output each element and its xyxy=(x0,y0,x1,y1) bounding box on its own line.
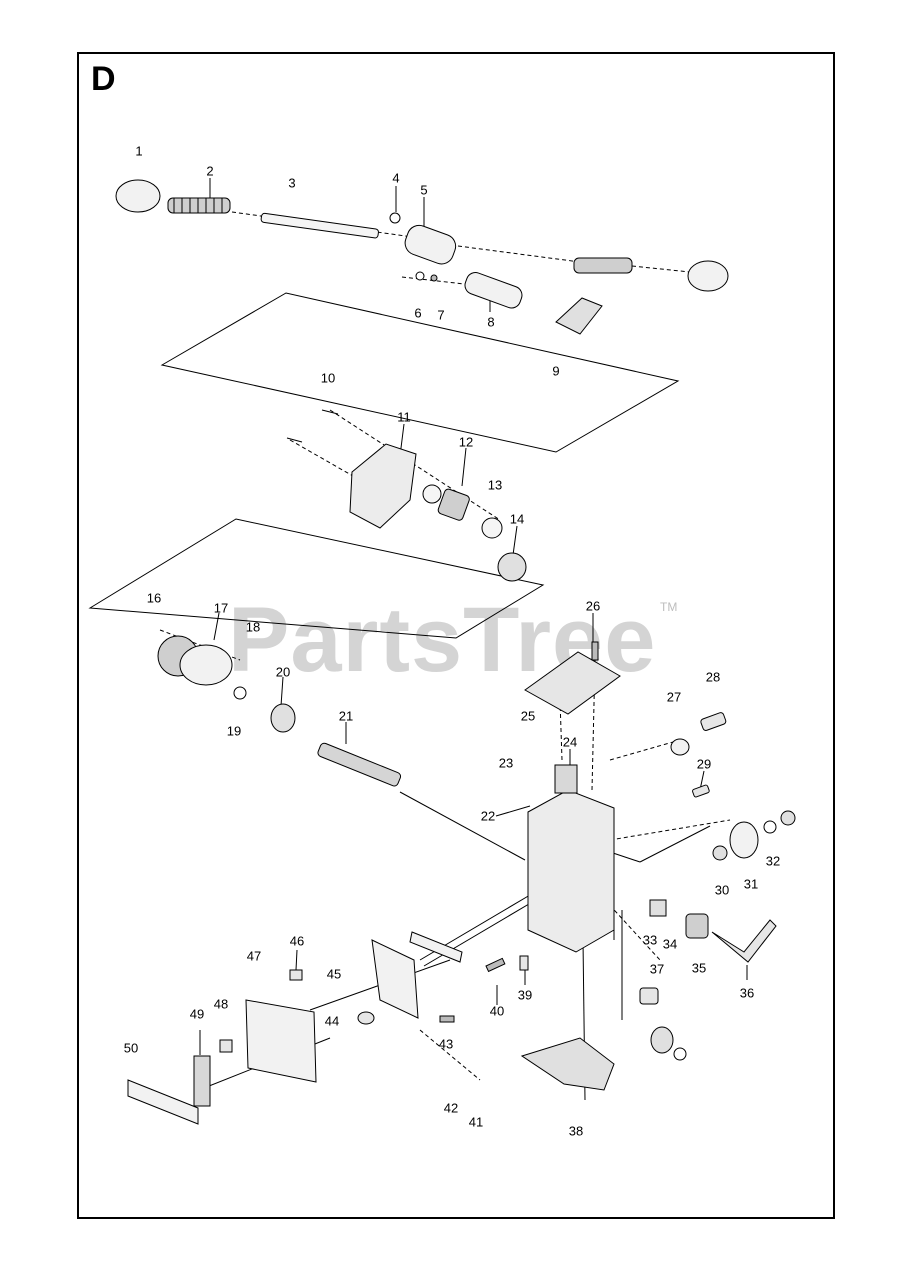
callout-40: 40 xyxy=(489,1003,505,1019)
callout-29: 29 xyxy=(696,756,712,772)
part-3-shaft xyxy=(260,212,379,239)
part-49-rail xyxy=(193,1055,211,1107)
callout-39: 39 xyxy=(517,987,533,1003)
callout-35: 35 xyxy=(691,960,707,976)
part-12-gear xyxy=(437,488,470,521)
part-33-block xyxy=(649,899,667,917)
part-50-bar xyxy=(127,1079,199,1125)
part-28-bolt xyxy=(700,712,727,731)
callout-5: 5 xyxy=(420,182,428,198)
callout-14: 14 xyxy=(509,511,525,527)
part-9-flange xyxy=(555,297,603,335)
callout-27: 27 xyxy=(666,689,682,705)
callout-50: 50 xyxy=(123,1040,139,1056)
callout-23: 23 xyxy=(498,755,514,771)
callout-24: 24 xyxy=(562,734,578,750)
part-44-nut xyxy=(357,1011,375,1025)
callout-10: 10 xyxy=(320,370,336,386)
part-13-washer xyxy=(481,517,503,539)
callout-25: 25 xyxy=(520,708,536,724)
spring-right xyxy=(573,257,633,274)
part-30-nut xyxy=(712,845,728,861)
callout-47: 47 xyxy=(246,948,262,964)
callout-46: 46 xyxy=(289,933,305,949)
part-21-splined-shaft xyxy=(317,742,402,787)
callout-18: 18 xyxy=(245,619,261,635)
callout-19: 19 xyxy=(226,723,242,739)
callout-6: 6 xyxy=(414,305,422,321)
callout-31: 31 xyxy=(743,876,759,892)
callout-49: 49 xyxy=(189,1006,205,1022)
callout-20: 20 xyxy=(275,664,291,680)
callout-48: 48 xyxy=(213,996,229,1012)
callout-8: 8 xyxy=(487,314,495,330)
callout-37: 37 xyxy=(649,961,665,977)
part-22-main-body xyxy=(527,789,615,953)
callout-22: 22 xyxy=(480,808,496,824)
part-1-knob xyxy=(115,179,161,213)
part-39-pin xyxy=(519,955,529,971)
callout-7: 7 xyxy=(437,307,445,323)
part-43-screw xyxy=(439,1015,455,1023)
part-37-pin xyxy=(639,987,659,1005)
part-4-washer xyxy=(389,212,401,224)
callout-12: 12 xyxy=(458,434,474,450)
diagram-frame xyxy=(77,52,835,1219)
assembly-plane-upper xyxy=(160,292,680,453)
part-8-sleeve xyxy=(464,272,523,309)
callout-38: 38 xyxy=(568,1123,584,1139)
part-36-lever xyxy=(711,919,777,963)
part-5-sleeve xyxy=(404,224,457,265)
callout-1: 1 xyxy=(135,143,143,159)
section-label: D xyxy=(91,60,116,98)
part-2-spring-coils xyxy=(173,198,223,213)
callout-43: 43 xyxy=(438,1036,454,1052)
callout-9: 9 xyxy=(552,363,560,379)
callout-42: 42 xyxy=(443,1100,459,1116)
part-45-bracket xyxy=(371,939,419,1019)
callout-30: 30 xyxy=(714,882,730,898)
callout-36: 36 xyxy=(739,985,755,1001)
callout-44: 44 xyxy=(324,1013,340,1029)
part-29-bolt xyxy=(692,784,710,798)
callout-34: 34 xyxy=(662,936,678,952)
part-31-disc xyxy=(729,821,759,859)
callout-41: 41 xyxy=(468,1114,484,1130)
callout-21: 21 xyxy=(338,708,354,724)
part-32-nut xyxy=(780,810,796,826)
callout-4: 4 xyxy=(392,170,400,186)
knob-right xyxy=(687,260,729,292)
watermark-trademark: TM xyxy=(660,600,678,614)
callout-45: 45 xyxy=(326,966,342,982)
part-2-spring xyxy=(167,197,231,214)
part-20-bearing xyxy=(270,703,296,733)
part-25-cover xyxy=(524,651,621,715)
callout-17: 17 xyxy=(213,600,229,616)
callout-3: 3 xyxy=(288,175,296,191)
callout-16: 16 xyxy=(146,590,162,606)
part-17-plate xyxy=(179,644,233,686)
part-19-ring xyxy=(233,686,247,700)
callout-32: 32 xyxy=(765,853,781,869)
part-34-gear xyxy=(685,913,709,939)
callout-13: 13 xyxy=(487,477,503,493)
part-47-plate xyxy=(245,999,317,1083)
part-11-housing xyxy=(349,443,417,529)
callout-2: 2 xyxy=(206,163,214,179)
callout-33: 33 xyxy=(642,932,658,948)
callout-28: 28 xyxy=(705,669,721,685)
part-14-flange xyxy=(497,552,527,582)
part-40-screw xyxy=(485,957,506,973)
assembly-plane-middle xyxy=(88,518,545,639)
callout-26: 26 xyxy=(585,598,601,614)
callout-11: 11 xyxy=(397,409,411,425)
part-38-base-plate xyxy=(520,1037,615,1091)
